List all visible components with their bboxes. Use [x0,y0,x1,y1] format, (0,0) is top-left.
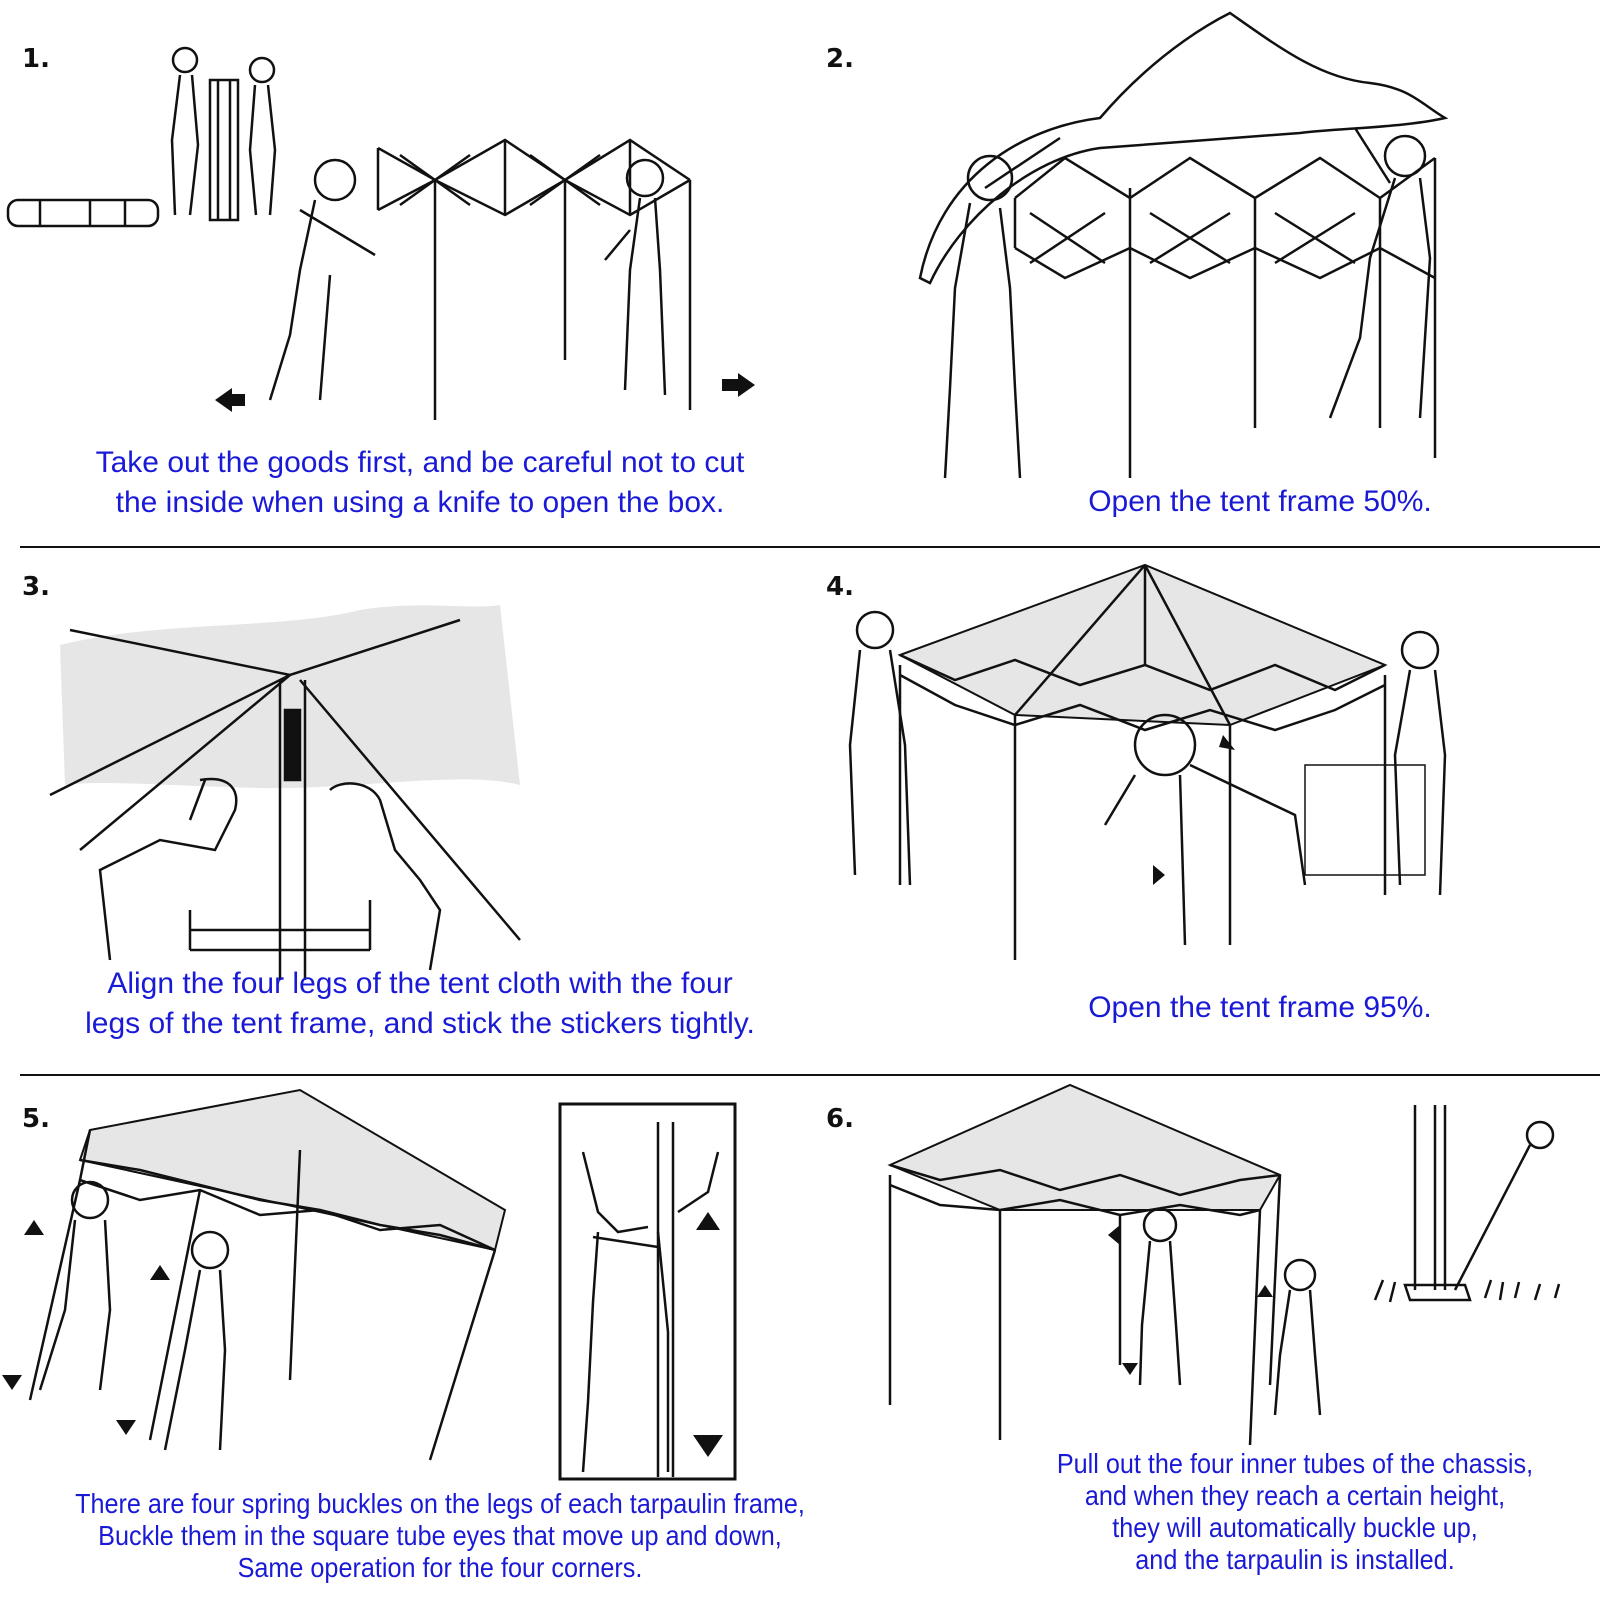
step-6-caption-line-1: Pull out the four inner tubes of the cha… [1056,1448,1534,1479]
arrow-down-icon [1122,1363,1138,1375]
scissor-frame [890,1165,1280,1215]
arrow-up-icon [1257,1285,1273,1297]
step-2-caption-line-1: Open the tent frame 50%. [1088,485,1432,518]
step-6-caption-line-4: and the tarpaulin is installed. [1135,1544,1455,1575]
arrow-down-icon [2,1375,22,1390]
step-4-number: 4. [826,572,854,602]
grass [1375,1280,1559,1302]
canopy-top [80,1090,505,1250]
arrow-right-icon [722,373,755,397]
arrow-left-icon [215,388,245,412]
step-1-number: 1. [22,44,50,74]
arrow-left-icon [1108,1225,1120,1245]
carry-bag [8,200,158,226]
tent-leg [658,1122,673,1477]
step-5-caption-line-3: Same operation for the four corners. [237,1552,643,1583]
step-4-caption: Open the tent frame 95%. [1000,988,1520,1028]
step-5-number: 5. [22,1104,50,1134]
right-hand [330,783,440,970]
step-5-inset-illustration [558,1102,738,1482]
step-5-illustration [2,1090,540,1490]
arrow-right-icon [1153,865,1165,885]
scissor-frame [80,1130,495,1250]
step-6-caption-line-3: they will automatically buckle up, [1112,1512,1478,1543]
step-4-illustration [835,565,1475,965]
step-2-illustration [900,8,1590,488]
arrow-down-icon [693,1435,723,1457]
step-1-caption: Take out the goods first, and be careful… [10,443,830,523]
step-3-caption: Align the four legs of the tent cloth wi… [10,964,830,1044]
arrow-up-icon [150,1265,170,1280]
step-3-caption-line-2: legs of the tent frame, and stick the st… [85,1007,755,1040]
step-5-caption: There are four spring buckles on the leg… [53,1488,827,1584]
step-2-number: 2. [826,44,854,74]
step-5-caption-line-2: Buckle them in the square tube eyes that… [98,1520,782,1551]
step-1-illustration [0,30,755,430]
arrow-up-icon [24,1220,44,1235]
divider-row-1 [20,546,1600,548]
arrow-up-icon [696,1212,720,1230]
canopy-top [890,1085,1280,1210]
step-6-caption-line-2: and when they reach a certain height, [1084,1480,1506,1511]
left-hand [100,779,236,960]
scissor-frame [378,140,690,215]
step-1-caption-line-1: Take out the goods first, and be careful… [95,446,745,479]
canopy-top [900,565,1385,725]
foot-plate [1405,1285,1470,1300]
step-2-caption: Open the tent frame 50%. [1000,482,1520,522]
step-5-caption-line-1: There are four spring buckles on the leg… [75,1488,805,1519]
tent-leg [1415,1105,1445,1290]
step-3-illustration [40,605,540,980]
inset-frame [560,1104,735,1479]
scissor-frame [1015,158,1435,278]
stake-ring [1527,1122,1553,1148]
step-6-illustration [880,1085,1340,1445]
divider-row-2 [20,1074,1600,1076]
step-1-caption-line-2: the inside when using a knife to open th… [115,486,725,519]
step-3-number: 3. [22,572,50,602]
arrow-down-left-icon [1219,735,1235,750]
step-4-caption-line-1: Open the tent frame 95%. [1088,991,1432,1024]
step-3-caption-line-1: Align the four legs of the tent cloth wi… [107,967,733,1000]
step-6-stake-illustration [1375,1100,1575,1340]
ground-stake [1455,1145,1530,1290]
tent-cover [920,13,1445,283]
step-6-caption: Pull out the four inner tubes of the cha… [1030,1448,1561,1576]
arrow-down-icon [116,1420,136,1435]
step-6-number: 6. [826,1104,854,1134]
